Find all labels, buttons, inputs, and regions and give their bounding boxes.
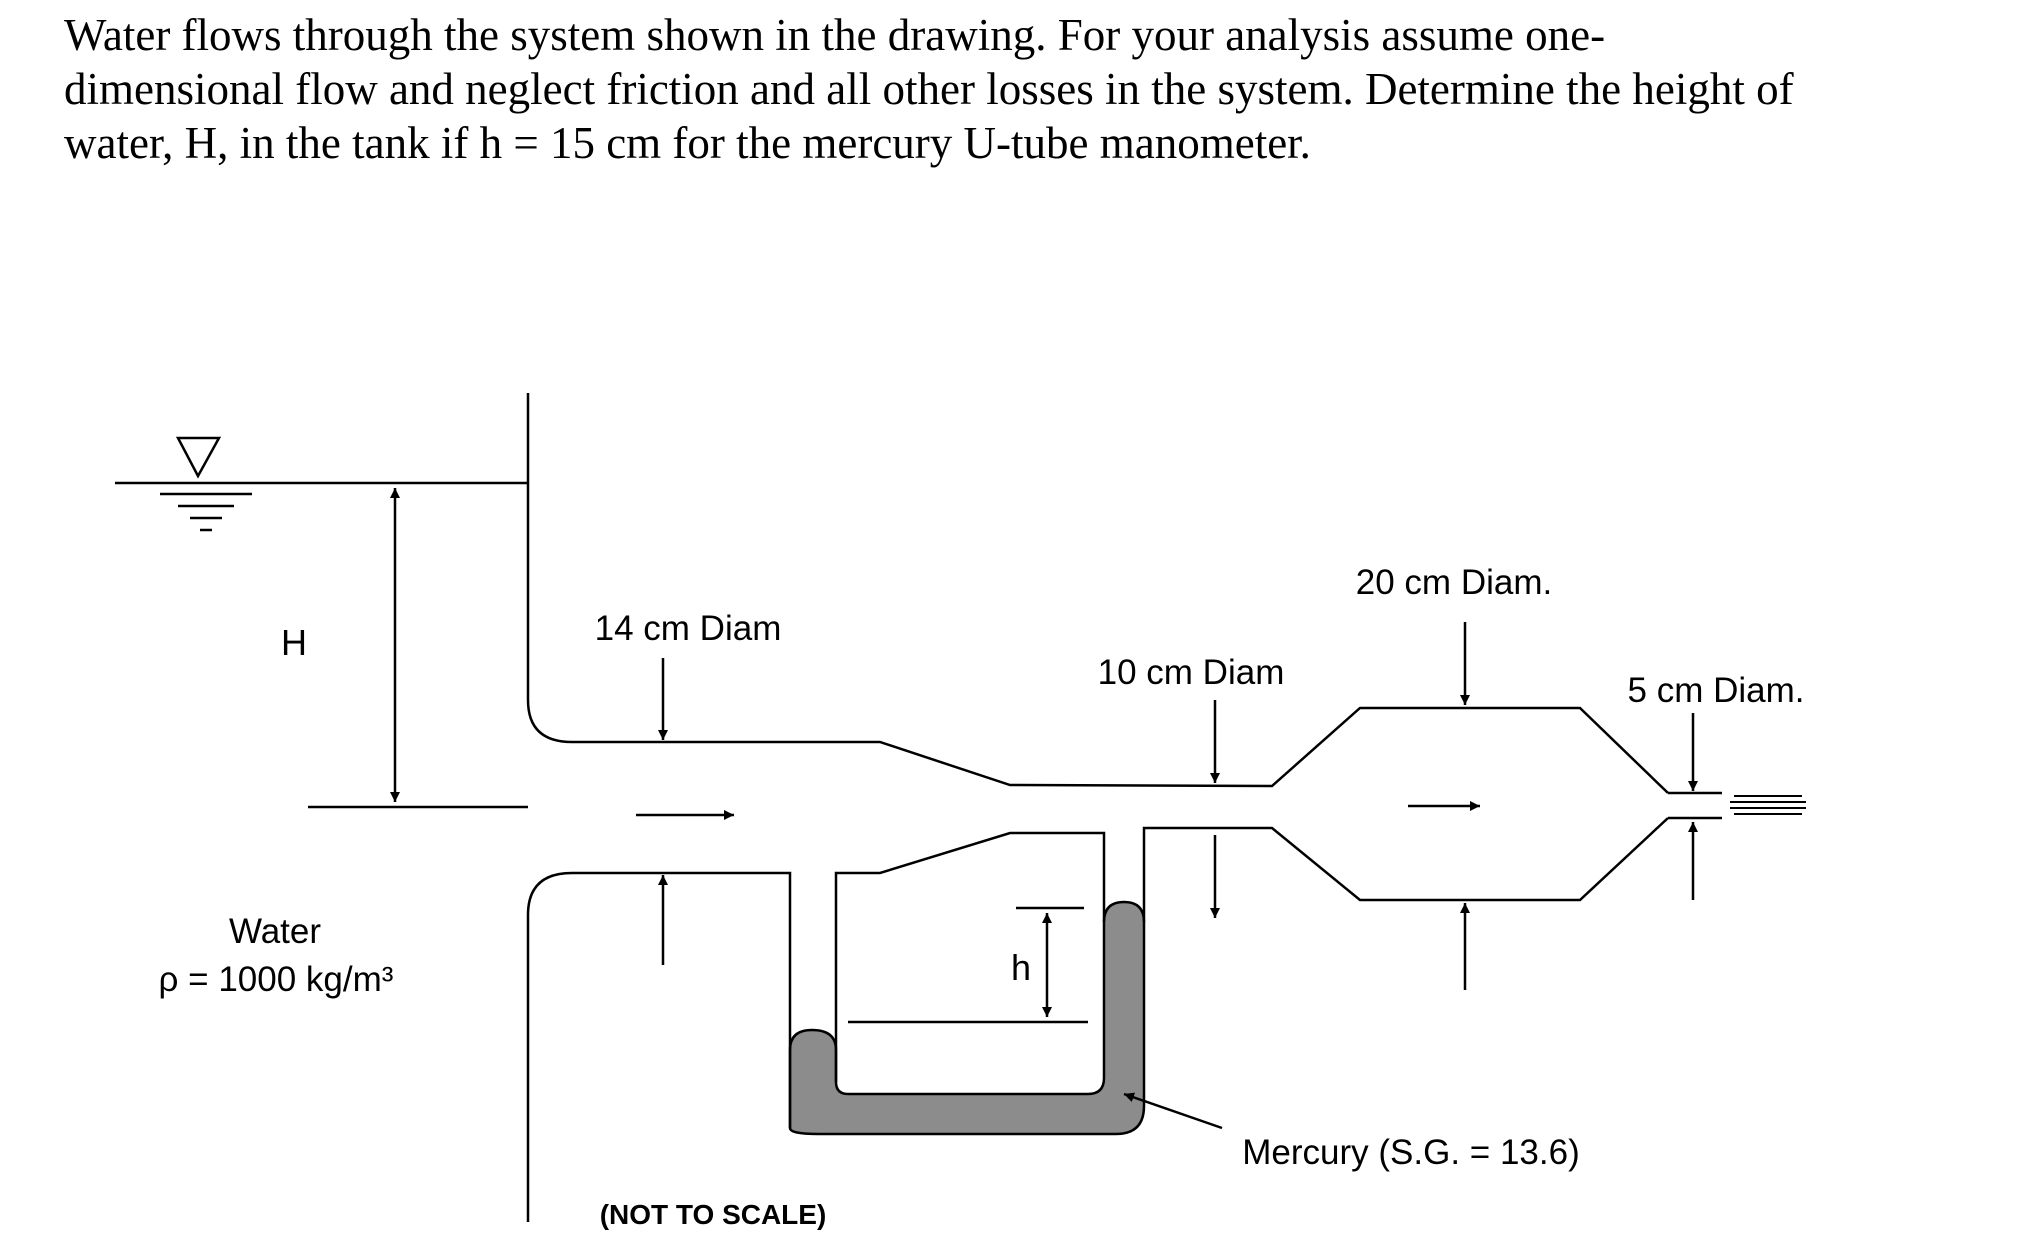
problem-line-1: Water flows through the system shown in …: [64, 10, 1606, 60]
problem-line-2: dimensional flow and neglect friction an…: [64, 64, 1794, 114]
pipe-top-wall: [526, 699, 1669, 794]
label-mercury: Mercury (S.G. = 13.6): [1242, 1133, 1579, 1172]
label-density: ρ = 1000 kg/m³: [159, 960, 394, 999]
label-diam10: 10 cm Diam: [1098, 653, 1285, 692]
mercury-u-tube: [788, 900, 1146, 1136]
dimension-lines: [390, 488, 1088, 1024]
label-water: Water: [229, 912, 321, 951]
pipe-bottom-wall-mid: [834, 831, 1106, 1082]
label-h: h: [1011, 947, 1031, 988]
leader-arrows: [636, 622, 1698, 1130]
label-H: H: [281, 622, 307, 663]
pipe-bottom-wall-outlet: [1142, 817, 1669, 922]
mercury-fill: [788, 900, 1146, 1136]
jet-marks: [1730, 795, 1806, 815]
piping: [526, 393, 1722, 1222]
label-diam14: 14 cm Diam: [595, 609, 782, 648]
free-surface: [115, 436, 528, 809]
label-diam5: 5 cm Diam.: [1628, 671, 1805, 710]
label-diam20: 20 cm Diam.: [1356, 563, 1552, 602]
diagram-labels: H Water ρ = 1000 kg/m³ 14 cm Diam 10 cm …: [159, 563, 1805, 1230]
label-not-to-scale: (NOT TO SCALE): [600, 1199, 827, 1230]
problem-line-3: water, H, in the tank if h = 15 cm for t…: [64, 118, 1311, 168]
mercury-leader-arrow: [1123, 1092, 1223, 1130]
pipe-bottom-wall-inlet: [526, 871, 792, 1128]
problem-statement: Water flows through the system shown in …: [64, 8, 1994, 170]
free-surface-triangle-icon: [175, 436, 222, 479]
